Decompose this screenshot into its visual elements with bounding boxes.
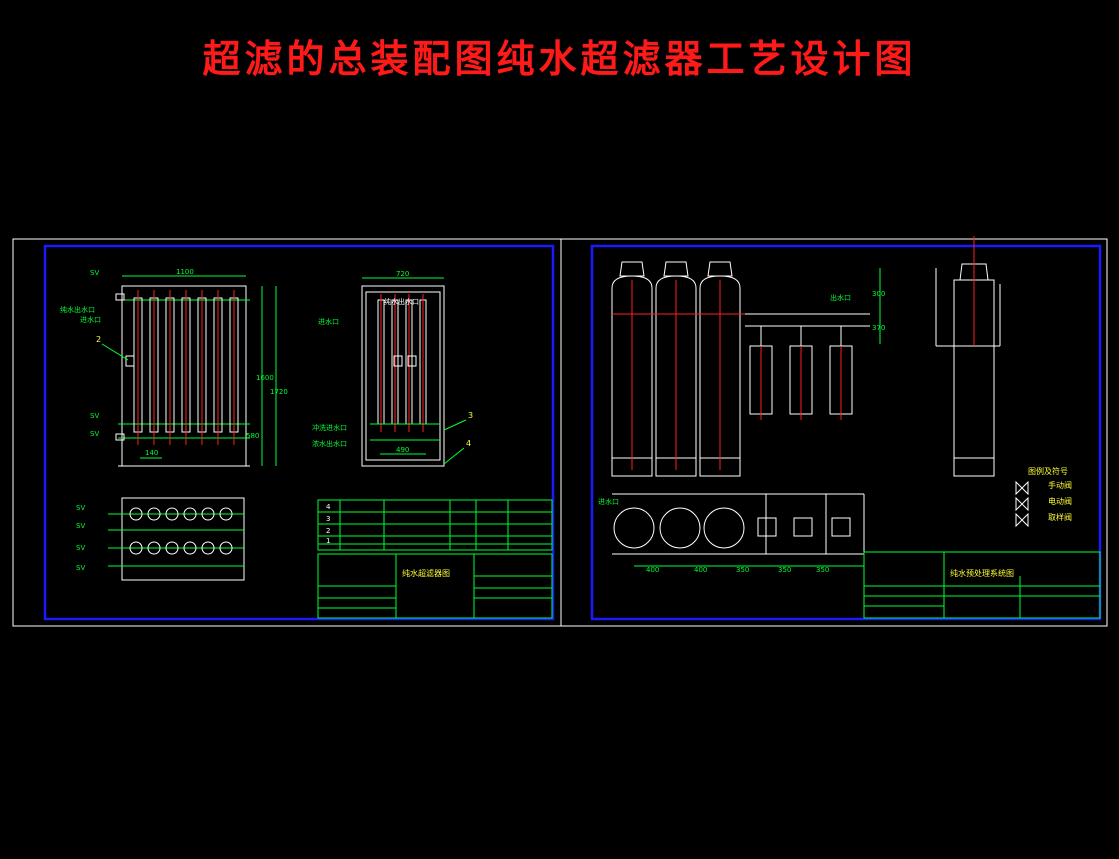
legend-title: 图例及符号 xyxy=(1028,466,1068,476)
parts-row-no: 3 xyxy=(326,515,330,523)
legend: 图例及符号 手动阀 电动阀 取样阀 xyxy=(1015,466,1072,528)
tall-column xyxy=(935,236,1001,477)
label-inlet: 进水口 xyxy=(598,497,619,506)
dim-140: 140 xyxy=(145,449,158,457)
dim-top-width: 1100 xyxy=(176,268,194,276)
parts-row-no: 4 xyxy=(326,503,331,511)
legend-item: 手动阀 xyxy=(1048,480,1072,490)
left-title-block: 4 3 2 1 纯水超滤器图 xyxy=(317,499,553,619)
dim-right-width: 720 xyxy=(396,270,409,278)
valve-tag: SV xyxy=(76,564,85,572)
left-title-block-name: 纯水超滤器图 xyxy=(402,568,450,578)
label-flush-in: 冲洗进水口 xyxy=(312,423,347,432)
page-title: 超滤的总装配图纯水超滤器工艺设计图 xyxy=(202,36,917,81)
legend-item: 取样阀 xyxy=(1048,512,1072,522)
label-water-in: 进水口 xyxy=(80,315,101,324)
parts-row-no: 1 xyxy=(326,537,330,545)
valve-tag: SV xyxy=(90,430,99,438)
label-waste-out: 浓水出水口 xyxy=(312,439,347,448)
dim-height-1600: 1600 xyxy=(256,374,274,382)
dim-spacing: 350 xyxy=(816,566,829,574)
dim-h-370: 370 xyxy=(872,324,885,332)
left-sheet: 1100 1600 1720 140 580 纯水出水口 进水口 SV SV S… xyxy=(12,238,562,627)
electric-valve-icon xyxy=(1015,496,1029,512)
right-sheet: 300 370 出水口 400 xyxy=(560,236,1108,627)
legend-item: 电动阀 xyxy=(1048,496,1072,506)
dim-height-1720: 1720 xyxy=(270,388,288,396)
parts-row-no: 2 xyxy=(326,527,330,535)
label-outlet: 出水口 xyxy=(830,293,851,302)
callout-3: 3 xyxy=(468,411,473,420)
dim-spacing: 400 xyxy=(646,566,659,574)
sample-valve-icon xyxy=(1015,512,1029,528)
uf-rack-front-view: 1100 1600 1720 140 580 纯水出水口 进水口 SV SV S… xyxy=(60,268,288,467)
right-sheet-frame xyxy=(560,238,1108,627)
valve-tag: SV xyxy=(90,269,99,277)
right-sheet-border xyxy=(590,244,1102,621)
valve-tag: SV xyxy=(90,412,99,420)
valve-tag: SV xyxy=(76,504,85,512)
cartridge-filters: 300 370 出水口 xyxy=(745,268,885,420)
manual-valve-icon xyxy=(1015,480,1029,496)
uf-rack-side-view: 720 490 纯水出水口 进水口 冲洗进水口 浓水出水口 3 4 xyxy=(312,270,473,467)
left-sheet-border xyxy=(43,244,555,621)
right-title-block-name: 纯水预处理系统图 xyxy=(950,568,1014,578)
valve-tag: SV xyxy=(76,522,85,530)
callout-2: 2 xyxy=(96,335,101,344)
valve-tag: SV xyxy=(76,544,85,552)
pretreatment-tanks xyxy=(611,261,745,477)
pretreatment-plan-view: 400 400 350 350 350 进水口 xyxy=(598,493,865,574)
dim-580: 580 xyxy=(246,432,259,440)
label-side-water-in: 进水口 xyxy=(318,317,339,326)
dim-490: 490 xyxy=(396,446,409,454)
callout-4: 4 xyxy=(466,439,471,448)
dim-spacing: 350 xyxy=(778,566,791,574)
uf-membrane-tubes xyxy=(133,290,239,445)
uf-rack-top-view: SV SV SV SV xyxy=(76,497,245,581)
dim-spacing: 400 xyxy=(694,566,707,574)
right-title-block: 纯水预处理系统图 xyxy=(863,551,1101,619)
dim-h-300: 300 xyxy=(872,290,885,298)
dim-spacing: 350 xyxy=(736,566,749,574)
label-pure-water-out: 纯水出水口 xyxy=(60,305,95,314)
label-pure-water-out-2: 纯水出水口 xyxy=(384,297,419,306)
